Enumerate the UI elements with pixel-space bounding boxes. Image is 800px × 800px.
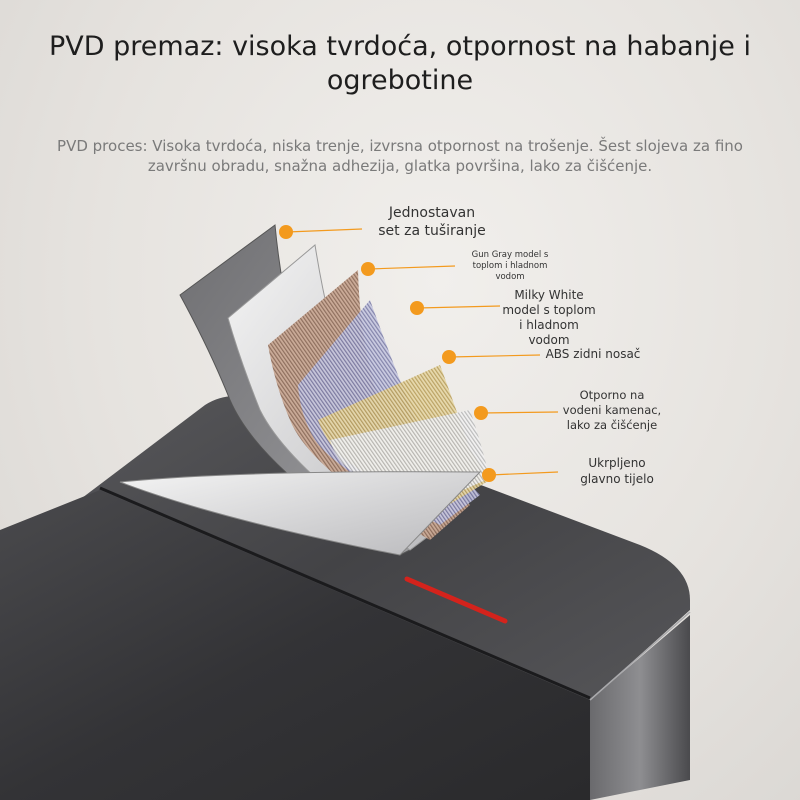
layer-label-abs-bracket: ABS zidni nosač (545, 347, 641, 361)
layer-label-shower-set: Jednostavan set za tuširanje (378, 205, 486, 239)
page-subtitle: PVD proces: Visoka tvrdoća, niska trenje… (57, 137, 743, 175)
marker-3 (410, 301, 424, 315)
marker-5 (474, 406, 488, 420)
callouts (279, 225, 559, 482)
red-accent-line (404, 576, 508, 624)
layer-label-gun-gray: Gun Gray model s toplom i hladnom vodom (471, 250, 549, 282)
coating-layers (119, 224, 490, 556)
layer-label-main-body: Ukrpljeno glavno tijelo (580, 456, 654, 486)
page-title: PVD premaz: visoka tvrdoća, otpornost na… (49, 31, 751, 96)
marker-4 (442, 350, 456, 364)
marker-6 (482, 468, 496, 482)
marker-2 (361, 262, 375, 276)
marker-1 (279, 225, 293, 239)
layer-label-limescale: Otporno na vodeni kamenac, lako za čišće… (562, 388, 662, 432)
layer-label-milky-white: Milky White model s toplom i hladnom vod… (502, 288, 596, 347)
